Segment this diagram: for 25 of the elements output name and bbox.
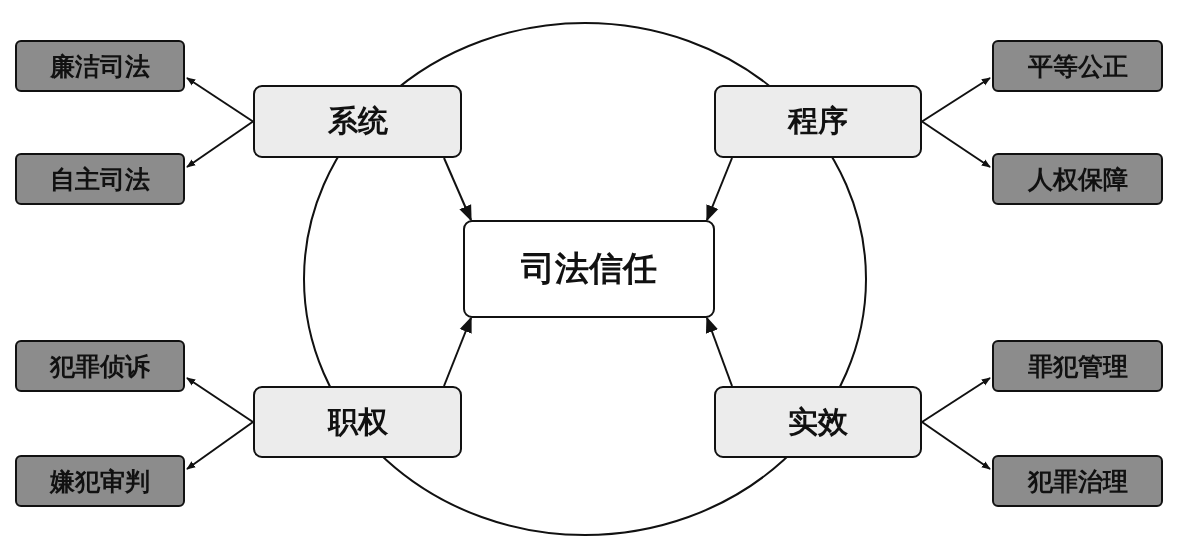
arrow xyxy=(443,157,472,222)
item-box: 人权保障 xyxy=(992,153,1163,205)
arrow xyxy=(921,77,991,123)
arrow xyxy=(706,157,733,222)
category-box: 系统 xyxy=(253,85,462,158)
item-box: 犯罪治理 xyxy=(992,455,1163,507)
arrow xyxy=(921,120,991,168)
arrow xyxy=(186,77,254,123)
category-box: 实效 xyxy=(714,386,922,458)
item-box: 犯罪侦诉 xyxy=(15,340,185,392)
item-box: 罪犯管理 xyxy=(992,340,1163,392)
arrow xyxy=(186,377,254,423)
arrow xyxy=(921,377,991,423)
category-box: 职权 xyxy=(253,386,462,458)
arrow xyxy=(921,421,991,470)
arrow xyxy=(186,120,254,168)
arrow xyxy=(186,421,254,470)
concept-box: 司法信任 xyxy=(463,220,715,318)
item-box: 廉洁司法 xyxy=(15,40,185,92)
item-box: 自主司法 xyxy=(15,153,185,205)
arrow xyxy=(443,316,472,387)
item-box: 平等公正 xyxy=(992,40,1163,92)
item-box: 嫌犯审判 xyxy=(15,455,185,507)
arrow xyxy=(705,316,733,387)
category-box: 程序 xyxy=(714,85,922,158)
